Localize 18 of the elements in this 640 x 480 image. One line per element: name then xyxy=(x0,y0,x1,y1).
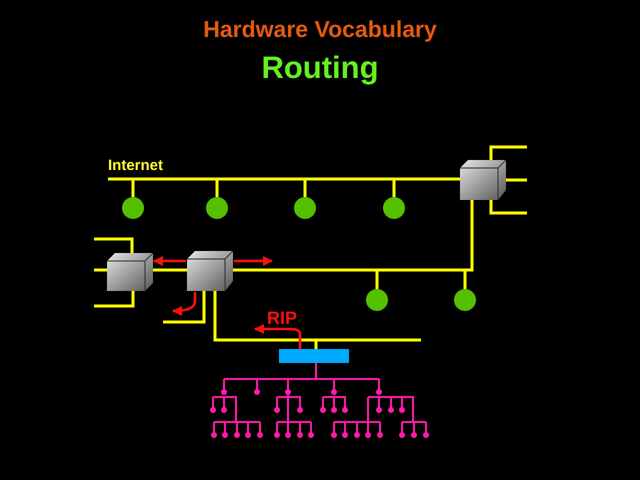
host-circle xyxy=(366,289,388,311)
diagram-subtitle: Routing xyxy=(260,50,380,86)
host-circle xyxy=(383,197,405,219)
router-icon xyxy=(107,253,153,291)
network-label: Internet xyxy=(108,157,164,174)
router-icon xyxy=(460,160,506,200)
cable-line xyxy=(392,178,460,197)
router-icon xyxy=(187,251,233,291)
host-circle xyxy=(294,197,316,219)
protocol-label: RIP xyxy=(267,308,298,329)
hub-bar xyxy=(279,349,349,363)
diagram-title: Hardware Vocabulary xyxy=(202,16,438,43)
arrow xyxy=(153,256,186,266)
cable-line xyxy=(214,291,318,349)
cable-line xyxy=(153,268,187,272)
host-circle xyxy=(454,289,476,311)
host-circle xyxy=(206,197,228,219)
host-circle xyxy=(122,197,144,219)
